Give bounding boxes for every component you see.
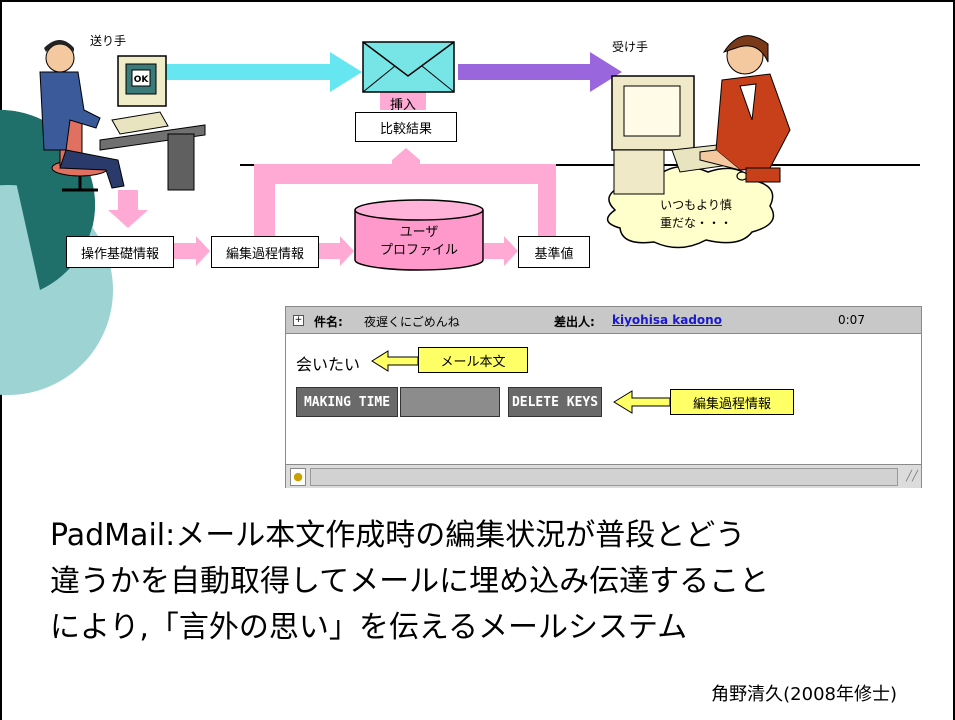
edit-info-label: 編集過程情報 [225,246,304,262]
making-time-bar: MAKING TIME [296,387,398,417]
mail-time: 0:07 [838,313,865,327]
delete-keys-bar: DELETE KEYS [508,387,602,417]
ok-screen-text: OK [134,75,150,85]
subject-label: 件名: [314,315,343,329]
resize-grip-icon[interactable]: ╱╱ [905,471,918,482]
receiver-figure [611,35,791,195]
arrow-compare-loop [254,148,556,250]
user-profile-cylinder [354,199,484,271]
subject-value: 夜遅くにごめんね [364,315,460,329]
caption-line1: PadMail:メール本文作成時の編集状況が普段とどう [50,518,746,553]
flow-diagram: OK [39,35,920,271]
profile-line2: プロファイル [379,243,458,258]
mail-window: + 件名: 夜遅くにごめんね 差出人: kiyohisa kadono 0:07… [285,306,922,488]
status-bar: ● ╱╱ [286,464,921,488]
arrow-edit-to-profile [318,236,354,266]
basic-info-box: 操作基礎情報 [66,236,174,268]
sender-label: 送り手 [90,34,127,48]
credit: 角野清久(2008年修士) [711,684,897,705]
caption-line3: により,「言外の思い」を伝えるメールシステム [50,610,688,645]
receiver-label: 受け手 [612,40,649,54]
edit-tag-arrow [613,390,671,414]
insert-label: 挿入 [390,98,417,113]
from-label: 差出人: [554,315,595,329]
body-tag: メール本文 [418,347,528,373]
status-field [310,468,898,486]
sender-figure [39,40,206,192]
mail-header: + 件名: 夜遅くにごめんね 差出人: kiyohisa kadono 0:07 [286,307,921,334]
reference-value-box: 基準値 [518,236,590,268]
body-tag-arrow [371,350,419,372]
mail-body-text: 会いたい [296,355,361,374]
arrow-basic-to-edit [173,236,210,266]
thought-line1: いつもより慎 [660,198,732,212]
caption-line2: 違うかを自動取得してメールに埋め込み伝達すること [50,564,770,599]
profile-line1: ユーザ [399,225,439,240]
blank-bar [400,387,500,417]
expand-button[interactable]: + [293,315,304,326]
arrow-profile-to-ref [484,236,518,266]
arrow-cyan [150,52,362,92]
edit-tag: 編集過程情報 [670,389,794,415]
thought-line2: 重だな・・・ [659,216,732,230]
reference-value-label: 基準値 [534,246,574,262]
thought-text: いつもより慎 重だな・・・ [626,196,766,232]
arrow-sender-down [108,190,148,228]
envelope-icon [362,41,455,93]
from-link[interactable]: kiyohisa kadono [612,313,722,327]
user-profile-text: ユーザ プロファイル [355,224,483,260]
bulb-icon[interactable]: ● [290,468,306,486]
arrow-purple [458,52,622,92]
edit-info-box: 編集過程情報 [211,236,319,268]
compare-result-box: 比較結果 [355,112,457,142]
compare-result-label: 比較結果 [379,121,432,137]
basic-info-label: 操作基礎情報 [80,246,159,262]
caption: PadMail:メール本文作成時の編集状況が普段とどう 違うかを自動取得してメー… [50,513,930,651]
